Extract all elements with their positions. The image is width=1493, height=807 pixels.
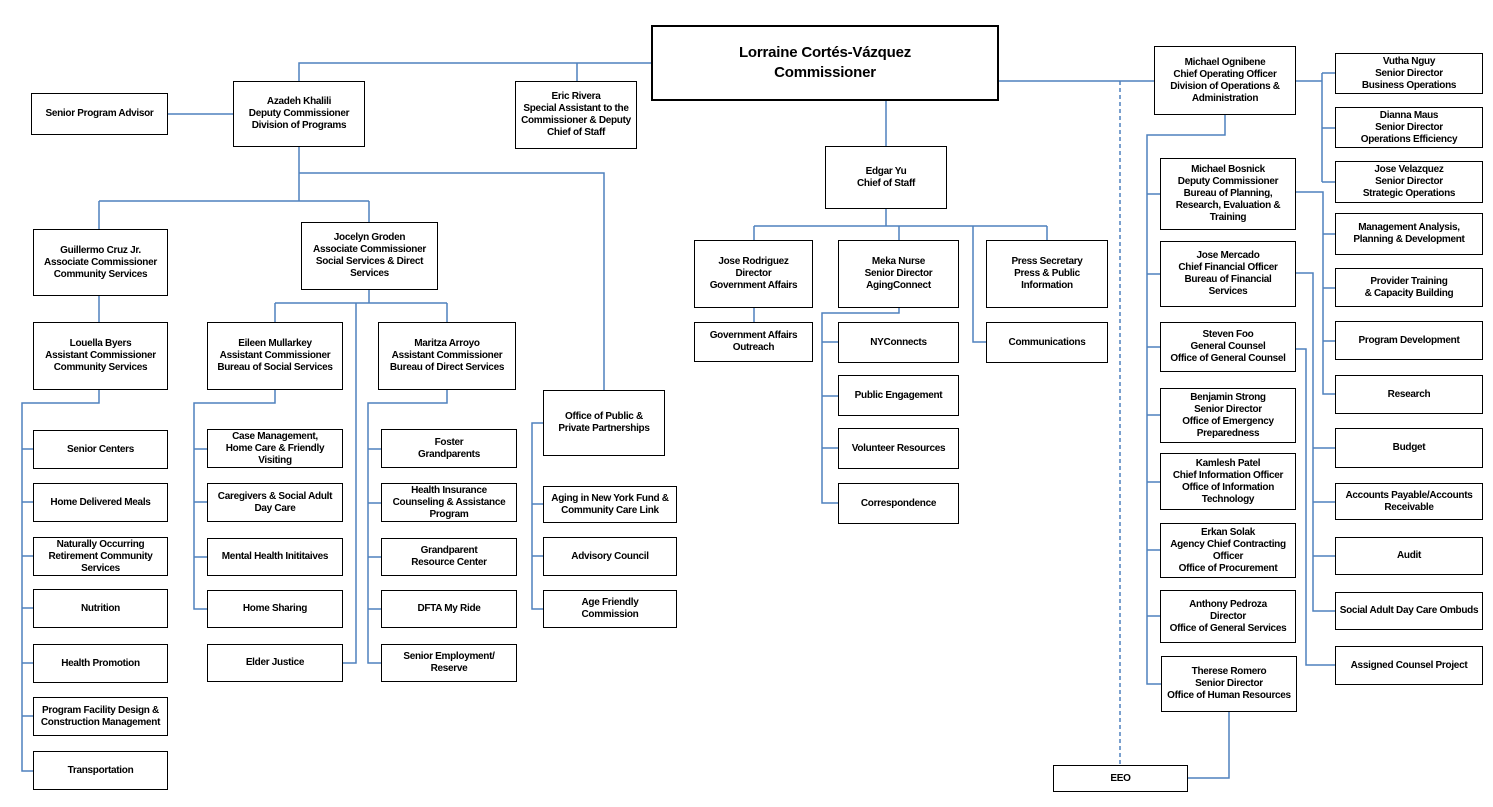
node-caregivers: Caregivers & Social Adult Day Care <box>207 483 343 522</box>
node-assigned-counsel: Assigned Counsel Project <box>1335 646 1483 685</box>
node-budget: Budget <box>1335 428 1483 468</box>
connector-commissioner-left <box>298 62 651 81</box>
node-sadc-ombuds: Social Adult Day Care Ombuds <box>1335 592 1483 630</box>
node-senior-employment: Senior Employment/ Reserve <box>381 644 517 682</box>
node-maritza-arroyo: Maritza Arroyo Assistant Commissioner Bu… <box>378 322 516 390</box>
node-erkan-solak: Erkan Solak Agency Chief Contracting Off… <box>1160 523 1296 578</box>
node-jose-mercado: Jose Mercado Chief Financial Officer Bur… <box>1160 241 1296 307</box>
connector-foo-assigned-counsel <box>1296 348 1335 666</box>
node-grandparent-resource: Grandparent Resource Center <box>381 538 517 576</box>
node-eric-rivera: Eric Rivera Special Assistant to the Com… <box>515 81 637 149</box>
node-foster-grandparents: Foster Grandparents <box>381 429 517 468</box>
node-azadeh-khalili: Azadeh Khalili Deputy Commissioner Divis… <box>233 81 365 147</box>
node-program-development: Program Development <box>1335 321 1483 360</box>
node-public-private: Office of Public & Private Partnerships <box>543 390 665 456</box>
node-mgmt-analysis: Management Analysis, Planning & Developm… <box>1335 213 1483 255</box>
node-elder-justice: Elder Justice <box>207 644 343 682</box>
node-meka-nurse: Meka Nurse Senior Director AgingConnect <box>838 240 959 308</box>
connector-mercado-spine <box>1296 272 1335 612</box>
connector-direct-services-spine <box>367 390 448 664</box>
connector-operations-spine <box>1146 115 1226 685</box>
node-accounts-payable: Accounts Payable/Accounts Receivable <box>1335 483 1483 520</box>
node-research: Research <box>1335 375 1483 414</box>
node-benjamin-strong: Benjamin Strong Senior Director Office o… <box>1160 388 1296 443</box>
connector-public-private-spine <box>531 422 543 610</box>
node-nutrition: Nutrition <box>33 589 168 628</box>
node-nyconnects: NYConnects <box>838 322 959 363</box>
node-correspondence: Correspondence <box>838 483 959 524</box>
node-age-friendly: Age Friendly Commission <box>543 590 677 628</box>
connector-edgar-split <box>753 209 1048 343</box>
node-aging-ny-fund: Aging in New York Fund & Community Care … <box>543 486 677 523</box>
node-press-secretary: Press Secretary Press & Public Informati… <box>986 240 1108 308</box>
node-govt-affairs-outreach: Government Affairs Outreach <box>694 322 813 362</box>
node-dianna-maus: Dianna Maus Senior Director Operations E… <box>1335 107 1483 148</box>
node-volunteer-resources: Volunteer Resources <box>838 428 959 469</box>
node-senior-program-advisor: Senior Program Advisor <box>31 93 168 135</box>
node-transportation: Transportation <box>33 751 168 790</box>
node-edgar-yu: Edgar Yu Chief of Staff <box>825 146 947 209</box>
connector-community-services-spine <box>21 390 100 772</box>
node-steven-foo: Steven Foo General Counsel Office of Gen… <box>1160 322 1296 372</box>
node-advisory-council: Advisory Council <box>543 537 677 576</box>
node-health-insurance: Health Insurance Counseling & Assistance… <box>381 483 517 522</box>
node-vutha-nguy: Vutha Nguy Senior Director Business Oper… <box>1335 53 1483 94</box>
connector-agingconnect-spine <box>821 308 900 504</box>
connector-romero-eeo <box>1188 712 1230 779</box>
node-audit: Audit <box>1335 537 1483 575</box>
node-program-facility: Program Facility Design & Construction M… <box>33 697 168 736</box>
node-public-engagement: Public Engagement <box>838 375 959 416</box>
node-provider-training: Provider Training & Capacity Building <box>1335 268 1483 307</box>
connector-programs-split <box>98 147 605 390</box>
node-therese-romero: Therese Romero Senior Director Office of… <box>1161 656 1297 712</box>
node-jocelyn-groden: Jocelyn Groden Associate Commissioner So… <box>301 222 438 290</box>
node-senior-centers: Senior Centers <box>33 430 168 469</box>
node-michael-ognibene: Michael Ognibene Chief Operating Officer… <box>1154 46 1296 115</box>
node-eeo: EEO <box>1053 765 1188 792</box>
node-anthony-pedroza: Anthony Pedroza Director Office of Gener… <box>1160 590 1296 643</box>
node-eileen-mullarkey: Eileen Mullarkey Assistant Commissioner … <box>207 322 343 390</box>
connector-social-services-spine <box>193 390 276 610</box>
node-jose-velazquez: Jose Velazquez Senior Director Strategic… <box>1335 161 1483 203</box>
node-louella-byers: Louella Byers Assistant Commissioner Com… <box>33 322 168 390</box>
node-guillermo-cruz: Guillermo Cruz Jr. Associate Commissione… <box>33 229 168 296</box>
node-home-sharing: Home Sharing <box>207 590 343 628</box>
node-kamlesh-patel: Kamlesh Patel Chief Information Officer … <box>1160 453 1296 510</box>
connector-bosnick-spine <box>1296 191 1335 395</box>
node-communications: Communications <box>986 322 1108 363</box>
node-norc-services: Naturally Occurring Retirement Community… <box>33 537 168 576</box>
node-commissioner: Lorraine Cortés-Vázquez Commissioner <box>651 25 999 101</box>
node-case-management: Case Management, Home Care & Friendly Vi… <box>207 429 343 468</box>
node-dfta-my-ride: DFTA My Ride <box>381 590 517 628</box>
node-home-delivered-meals: Home Delivered Meals <box>33 483 168 522</box>
node-health-promotion: Health Promotion <box>33 644 168 683</box>
node-michael-bosnick: Michael Bosnick Deputy Commissioner Bure… <box>1160 158 1296 230</box>
node-jose-rodriguez: Jose Rodriguez Director Government Affai… <box>694 240 813 308</box>
connector-ognibene-senior-directors <box>1296 72 1335 183</box>
connector-jocelyn-split <box>274 290 448 664</box>
node-mental-health: Mental Health Inititaives <box>207 538 343 576</box>
